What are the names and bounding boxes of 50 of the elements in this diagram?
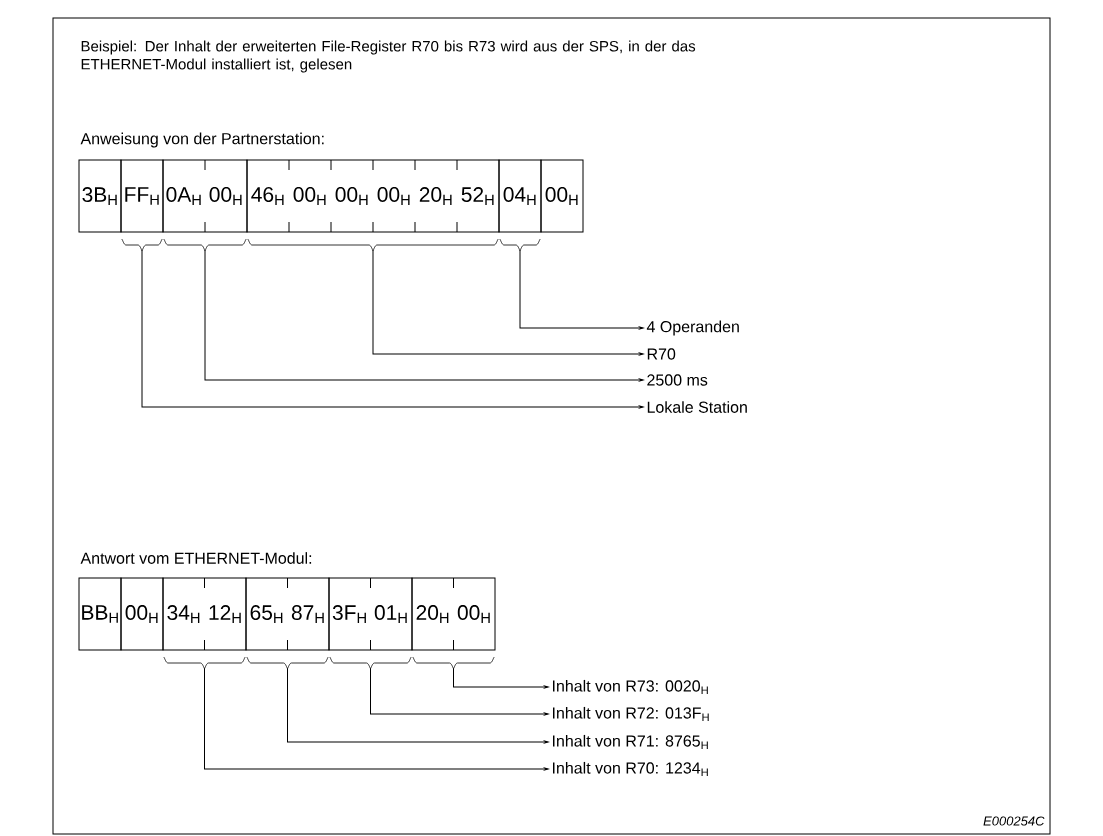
leader-line: [370, 668, 549, 716]
brace: [329, 657, 412, 669]
hex-value: BB$_{H}$: [82, 605, 118, 623]
hex-value: 65$_{H}$: [250, 605, 283, 623]
brace: [412, 657, 495, 669]
callout-text: 4 Operanden: [646, 320, 739, 336]
callout-text: R70: [647, 348, 676, 360]
brace: [121, 239, 163, 251]
leader-line: [519, 250, 644, 330]
hex-value: 00$_{H}$: [545, 187, 578, 205]
hex-value: 34$_{H}$: [167, 605, 200, 623]
title: Beispiel: Der Inhalt der erweiterten File-Register R70 bis R73 wird aus der SPS, in der das ETHERNET-Modul installiert ist, gelesen: [81, 40, 696, 73]
hex-value: 00$_{H}$: [125, 605, 158, 623]
callout-text: Lokale Station: [647, 401, 747, 413]
callout-text: Inhalt von R73: 0020$_{H}$: [553, 679, 708, 695]
brace: [246, 657, 329, 669]
hex-value: 04$_{H}$: [503, 187, 536, 205]
leader-line: [372, 250, 644, 356]
hex-value: 3B$_{H}$: [82, 187, 117, 205]
hex-value: 12$_{H}$: [209, 605, 241, 623]
brace: [163, 657, 246, 669]
callout-text: Inhalt von R70: 1234$_{H}$: [553, 761, 708, 777]
leader-line: [287, 668, 549, 744]
label: Anweisung von der Partnerstation:: [80, 132, 324, 148]
hex-value: 20$_{H}$: [419, 187, 452, 205]
hex-value: 00$_{H}$: [293, 187, 326, 205]
leader-line: [453, 668, 549, 689]
brace: [499, 239, 541, 251]
callout-text: Inhalt von R72: 013F$_{H}$: [553, 706, 709, 722]
hex-value: 0A$_{H}$: [166, 187, 201, 205]
hex-value: 87$_{H}$: [291, 605, 324, 623]
hex-value: 00$_{H}$: [457, 605, 490, 623]
hex-value: 00$_{H}$: [335, 187, 368, 205]
leader-line: [204, 668, 549, 771]
hex-value: 00$_{H}$: [209, 187, 242, 205]
hex-value: 20$_{H}$: [416, 605, 449, 623]
hex-value: 46$_{H}$: [251, 187, 284, 205]
label: Antwort vom ETHERNET-Modul:: [80, 552, 312, 564]
callout-text: 2500 ms: [647, 374, 708, 386]
hex-value: 52$_{H}$: [461, 187, 494, 205]
hex-value: 00$_{H}$: [377, 187, 410, 205]
label: E000254C: [983, 816, 1045, 826]
brace: [247, 239, 499, 251]
hex-value: 01$_{H}$: [374, 605, 407, 623]
hex-value: 3F$_{H}$: [332, 605, 366, 623]
callout-text: Inhalt von R71: 8765$_{H}$: [553, 734, 708, 750]
leader-line: [141, 250, 644, 409]
hex-value: FF$_{H}$: [125, 187, 159, 205]
leader-line: [204, 250, 644, 382]
brace: [163, 239, 247, 251]
